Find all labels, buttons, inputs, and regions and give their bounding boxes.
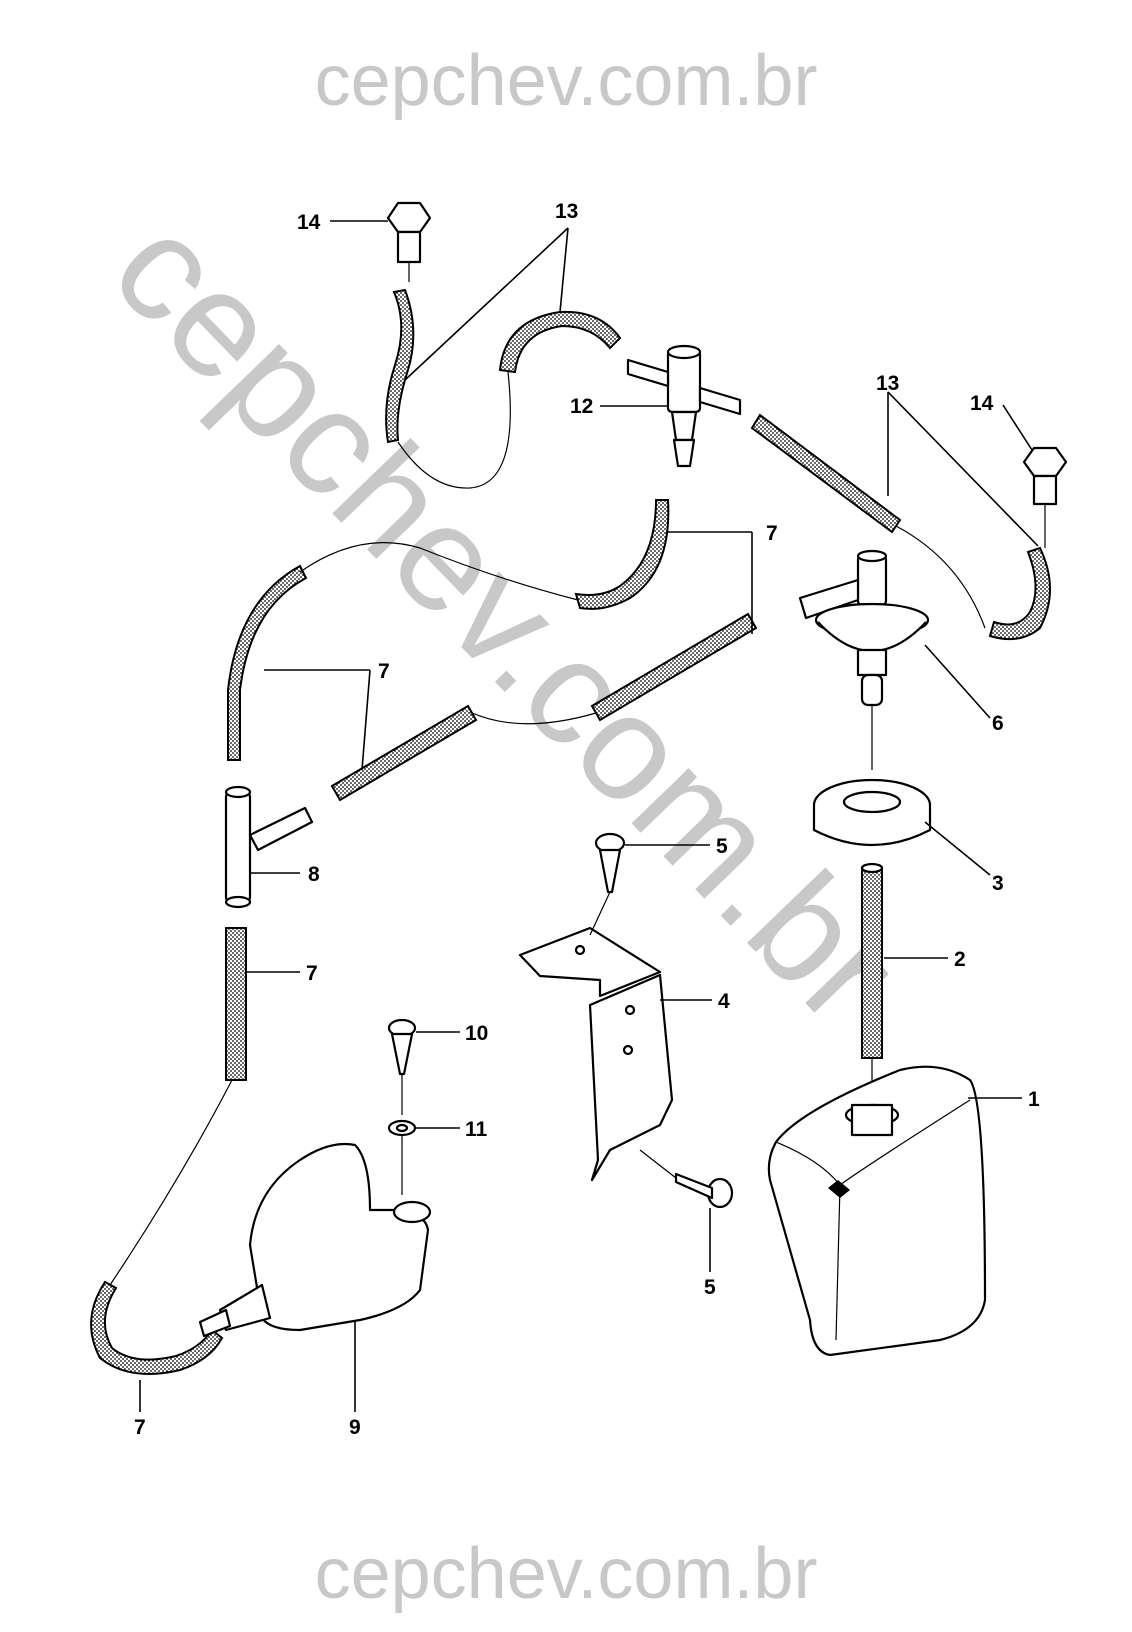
tee-fitting-12 xyxy=(626,344,742,468)
callout-8: 8 xyxy=(308,863,320,886)
callout-14-left: 14 xyxy=(297,211,321,234)
washer-reservoir-1 xyxy=(767,1065,987,1357)
nozzle-right xyxy=(1022,446,1068,548)
callout-13-right: 13 xyxy=(876,372,899,395)
hose-13-right xyxy=(750,413,902,534)
screw-5-upper xyxy=(589,832,626,936)
callout-7-upper: 7 xyxy=(766,522,778,545)
leader-13b-2 xyxy=(887,391,1039,547)
hose-7-upper-bend xyxy=(574,499,670,610)
callout-7-middle: 7 xyxy=(378,660,390,683)
callout-10: 10 xyxy=(465,1022,488,1045)
leader-13a-2 xyxy=(559,227,569,313)
callout-5-upper: 5 xyxy=(716,835,728,858)
hose-13-far-right xyxy=(988,546,1051,641)
hose-link-7b xyxy=(469,711,597,725)
callout-14-right: 14 xyxy=(970,392,994,415)
callout-13-top: 13 xyxy=(555,200,578,223)
washer-pump-9 xyxy=(198,1142,432,1338)
screw-10 xyxy=(387,1018,417,1115)
check-valve-6 xyxy=(798,549,930,707)
hose-link-7a xyxy=(299,542,579,601)
callout-12: 12 xyxy=(570,395,593,418)
hose-7-center-upper xyxy=(590,612,758,722)
hose-link-13 xyxy=(397,371,511,489)
hose-link-13b xyxy=(895,525,986,629)
leader-6 xyxy=(924,644,991,719)
leader-14b xyxy=(1002,404,1033,451)
hose-13-top xyxy=(498,310,622,374)
callout-1: 1 xyxy=(1028,1088,1040,1111)
screw-5-lower xyxy=(639,1149,734,1209)
leader-3 xyxy=(924,821,991,876)
hose-7-vertical xyxy=(225,927,247,1081)
watermark-bottom: cepchev.com.br xyxy=(315,1534,818,1614)
leader-13a-1 xyxy=(404,227,569,381)
callout-6: 6 xyxy=(992,712,1004,735)
hose-7-bottom-curve xyxy=(90,1280,224,1375)
hose-7-left-arc xyxy=(227,564,308,761)
hose-13-left xyxy=(385,288,415,444)
callout-2: 2 xyxy=(954,948,966,971)
reservoir-cap-3 xyxy=(812,705,932,847)
leader-7b-2 xyxy=(361,669,371,771)
nozzle-left xyxy=(386,201,432,282)
mounting-bracket-4 xyxy=(518,926,674,1182)
callout-9: 9 xyxy=(349,1416,361,1439)
callout-11: 11 xyxy=(465,1118,488,1141)
watermark-diagonal: cepchev.com.br xyxy=(82,184,931,1054)
fill-tube-2 xyxy=(860,862,884,1108)
tee-fitting-8 xyxy=(224,785,314,909)
callout-4: 4 xyxy=(718,990,730,1013)
callout-5-lower: 5 xyxy=(704,1276,716,1299)
watermark-top: cepchev.com.br xyxy=(315,41,818,121)
hose-7-center-lower xyxy=(330,704,478,802)
washer-11 xyxy=(387,1119,417,1195)
callout-7-bottom: 7 xyxy=(134,1416,146,1439)
callout-3: 3 xyxy=(992,872,1004,895)
hose-link-7c xyxy=(109,1079,233,1286)
callout-7-lower: 7 xyxy=(306,962,318,985)
